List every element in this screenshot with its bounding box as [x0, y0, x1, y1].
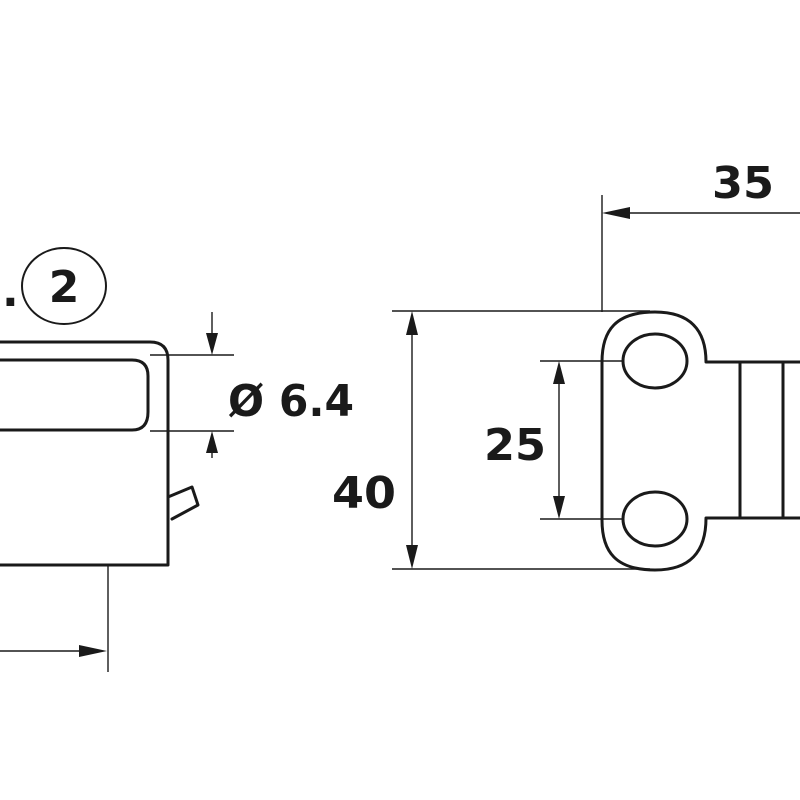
spacing-arrow-top — [553, 361, 565, 384]
front-view-lower-hole — [621, 490, 689, 548]
spacing-arrow-bottom — [553, 496, 565, 519]
front-view-upper-hole — [621, 332, 689, 390]
side-view: Ø 6.4 . 2 — [0, 247, 354, 672]
side-view-slot — [0, 358, 150, 432]
side-view-body-outline — [0, 340, 170, 567]
callout-bubble — [21, 247, 107, 325]
width-label: 35 — [712, 158, 774, 209]
hole-spacing-label: 25 — [484, 420, 546, 471]
height-arrow-top — [406, 311, 418, 335]
side-view-pin — [166, 485, 200, 521]
height-arrow-bottom — [406, 545, 418, 569]
front-view-body — [738, 360, 800, 520]
height-label: 40 — [332, 468, 396, 519]
front-view: 40 25 35 — [332, 158, 800, 572]
diameter-arrow-top — [206, 333, 218, 355]
callout-prefix: . — [2, 266, 19, 317]
hole-diameter-label: Ø 6.4 — [228, 376, 354, 427]
width-arrow-left — [602, 207, 630, 219]
side-view-bottom-arrow — [79, 645, 107, 657]
front-view-flange-outline — [600, 310, 742, 572]
callout-number: 2 — [49, 262, 80, 313]
diameter-arrow-bottom — [206, 431, 218, 453]
